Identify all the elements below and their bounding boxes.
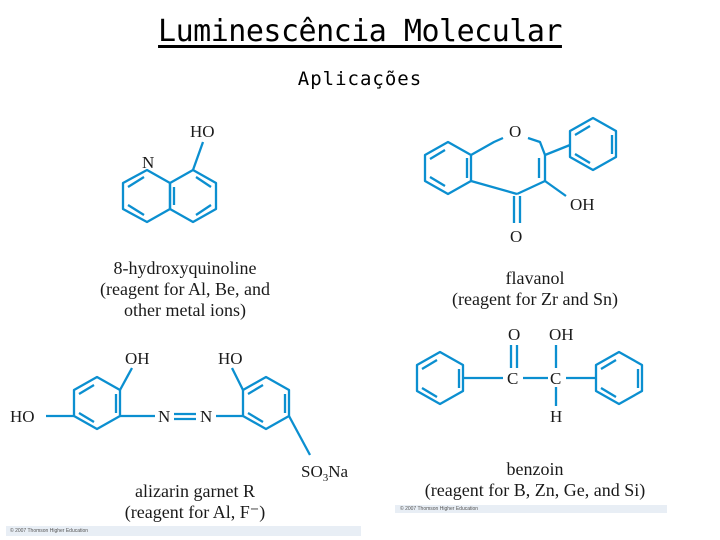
bz-h-label: H	[550, 407, 562, 426]
ag-so-label: SO	[301, 462, 323, 481]
bz-caption-name: benzoin	[506, 459, 564, 479]
flavanol-structure	[423, 116, 618, 223]
alizarin-garnet-caption: alizarin garnet R (reagent for Al, F⁻)	[80, 481, 310, 523]
flav-oh-label: OH	[570, 195, 595, 214]
ag-caption-line2: (reagent for Al, F⁻)	[124, 502, 266, 522]
bz-oh-label: OH	[549, 325, 574, 344]
flav-ring-o-label: O	[509, 122, 521, 141]
hq-caption-line3: other metal ions)	[124, 300, 246, 320]
slide-subtitle: Aplicações	[297, 68, 423, 90]
benzoin-caption: benzoin (reagent for B, Zn, Ge, and Si)	[395, 459, 675, 501]
hq-oh-label: HO	[190, 122, 215, 141]
bz-o-label: O	[508, 325, 520, 344]
footer-copyright-left: © 2007 Thomson Higher Education	[10, 528, 89, 534]
hq-caption-name: 8-hydroxyquinoline	[113, 258, 257, 278]
ag-n1-label: N	[158, 407, 170, 426]
benzoin-structure	[415, 345, 644, 406]
flav-keto-o-label: O	[510, 227, 522, 246]
bz-c2-label: C	[550, 369, 561, 388]
hydroxyquinoline-structure	[121, 141, 218, 224]
hq-n-label: N	[142, 153, 154, 172]
hq-caption-line2: (reagent for Al, Be, and	[100, 279, 270, 299]
ag-oh-label: OH	[125, 349, 150, 368]
slide-title: Luminescência Molecular	[158, 14, 562, 49]
flavanol-caption: flavanol (reagent for Zr and Sn)	[420, 268, 650, 310]
footer-copyright-right: © 2007 Thomson Higher Education	[400, 506, 479, 512]
ag-n2-label: N	[200, 407, 212, 426]
ag-so3-sub-label: 3	[323, 472, 329, 484]
ag-ho-right-label: HO	[218, 349, 243, 368]
ag-ho-far-label: HO	[10, 407, 35, 426]
ag-so3na-label: SO3Na	[301, 462, 349, 484]
bz-caption-line2: (reagent for B, Zn, Ge, and Si)	[424, 480, 646, 500]
hydroxyquinoline-caption: 8-hydroxyquinoline (reagent for Al, Be, …	[70, 258, 300, 321]
footer-strip-left	[6, 526, 361, 536]
ag-caption-name: alizarin garnet R	[135, 481, 255, 501]
flav-caption-line2: (reagent for Zr and Sn)	[452, 289, 618, 309]
alizarin-garnet-structure	[46, 367, 312, 456]
flav-caption-name: flavanol	[505, 268, 565, 288]
ag-na-label: Na	[328, 462, 348, 481]
bz-c1-label: C	[507, 369, 518, 388]
footer-strip-right	[395, 505, 667, 513]
